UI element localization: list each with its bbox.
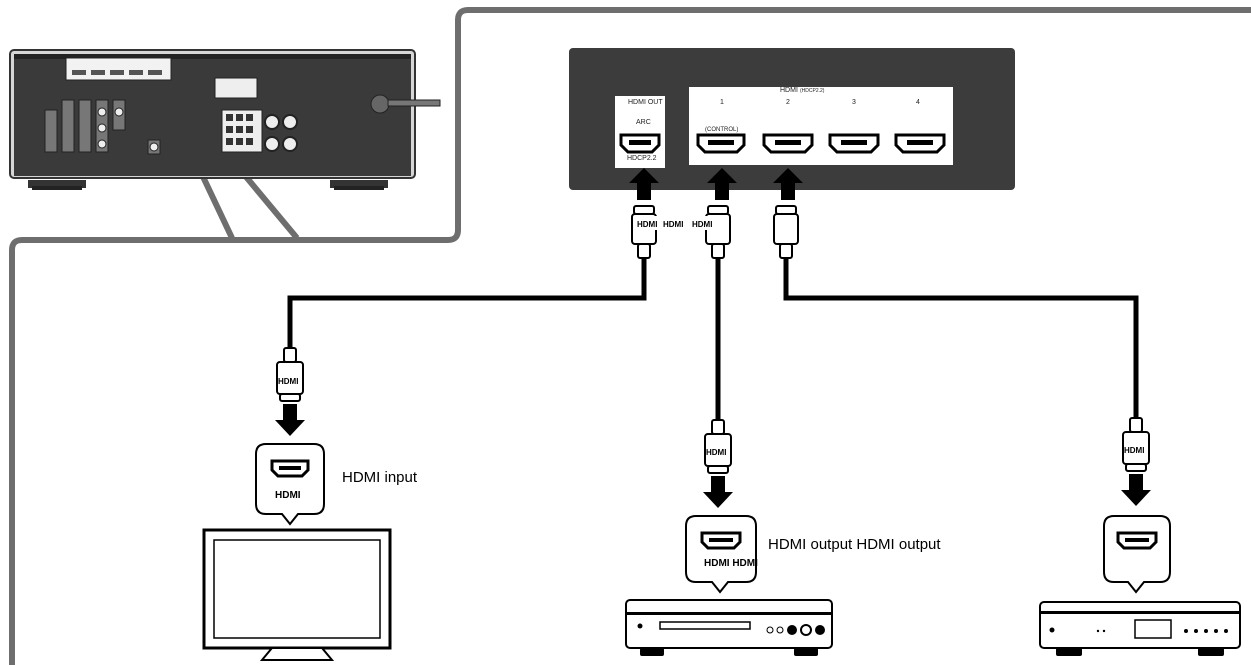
- up-arrow-in1: [707, 168, 737, 200]
- player-callout-label: HDMI HDMI: [704, 558, 758, 569]
- player-side-label: HDMI output HDMI output: [768, 536, 941, 553]
- player-callout: [685, 515, 757, 594]
- tv-callout: [255, 443, 325, 526]
- hdmi-header: HDMI: [780, 87, 798, 94]
- tv-icon: [202, 528, 392, 661]
- cable-label-top-1: HDMI: [637, 220, 657, 229]
- down-arrow-tv: [275, 404, 305, 436]
- hdmi-panel: HDMI OUT ARC HDCP2.2 HDMI (HDCP2.2) 1 2 …: [569, 48, 1015, 190]
- player-icon: [625, 599, 833, 656]
- cable-to-tv: [287, 258, 647, 348]
- cable-label-top-2: HDMI: [663, 220, 683, 229]
- tv-callout-label: HDMI: [275, 490, 301, 501]
- cables: [287, 258, 1139, 420]
- cable-label-top-3: HDMI: [692, 220, 712, 229]
- tv-plug-label: HDMI: [278, 377, 298, 386]
- hdcp-label: HDCP2.2: [627, 155, 657, 162]
- up-arrow-out: [629, 168, 659, 200]
- right-plug-label: HDMI: [1124, 446, 1144, 455]
- receiver-rear-view: [9, 49, 441, 190]
- input-number-4: 4: [916, 99, 920, 106]
- hdmi-out-label: HDMI OUT: [628, 99, 663, 106]
- hdmi-header-sub: (HDCP2.2): [800, 88, 825, 94]
- control-label: (CONTROL): [705, 127, 738, 133]
- down-arrow-player: [703, 476, 733, 508]
- up-arrow-in2: [773, 168, 803, 200]
- right-device-icon: [1039, 601, 1241, 656]
- right-plug: [1122, 417, 1150, 472]
- player-plug: [704, 419, 732, 474]
- arc-label: ARC: [636, 119, 651, 126]
- input-number-3: 3: [852, 99, 856, 106]
- tv-plug: [276, 347, 304, 402]
- tv-side-label: HDMI input: [342, 469, 418, 486]
- cable-to-right-device: [783, 258, 1139, 418]
- down-arrow-right: [1121, 474, 1151, 506]
- input-number-1: 1: [720, 99, 724, 106]
- input-number-2: 2: [786, 99, 790, 106]
- right-callout: [1103, 515, 1171, 594]
- player-plug-label: HDMI: [706, 448, 726, 457]
- top-plugs: [631, 205, 799, 259]
- up-arrows: [629, 168, 803, 200]
